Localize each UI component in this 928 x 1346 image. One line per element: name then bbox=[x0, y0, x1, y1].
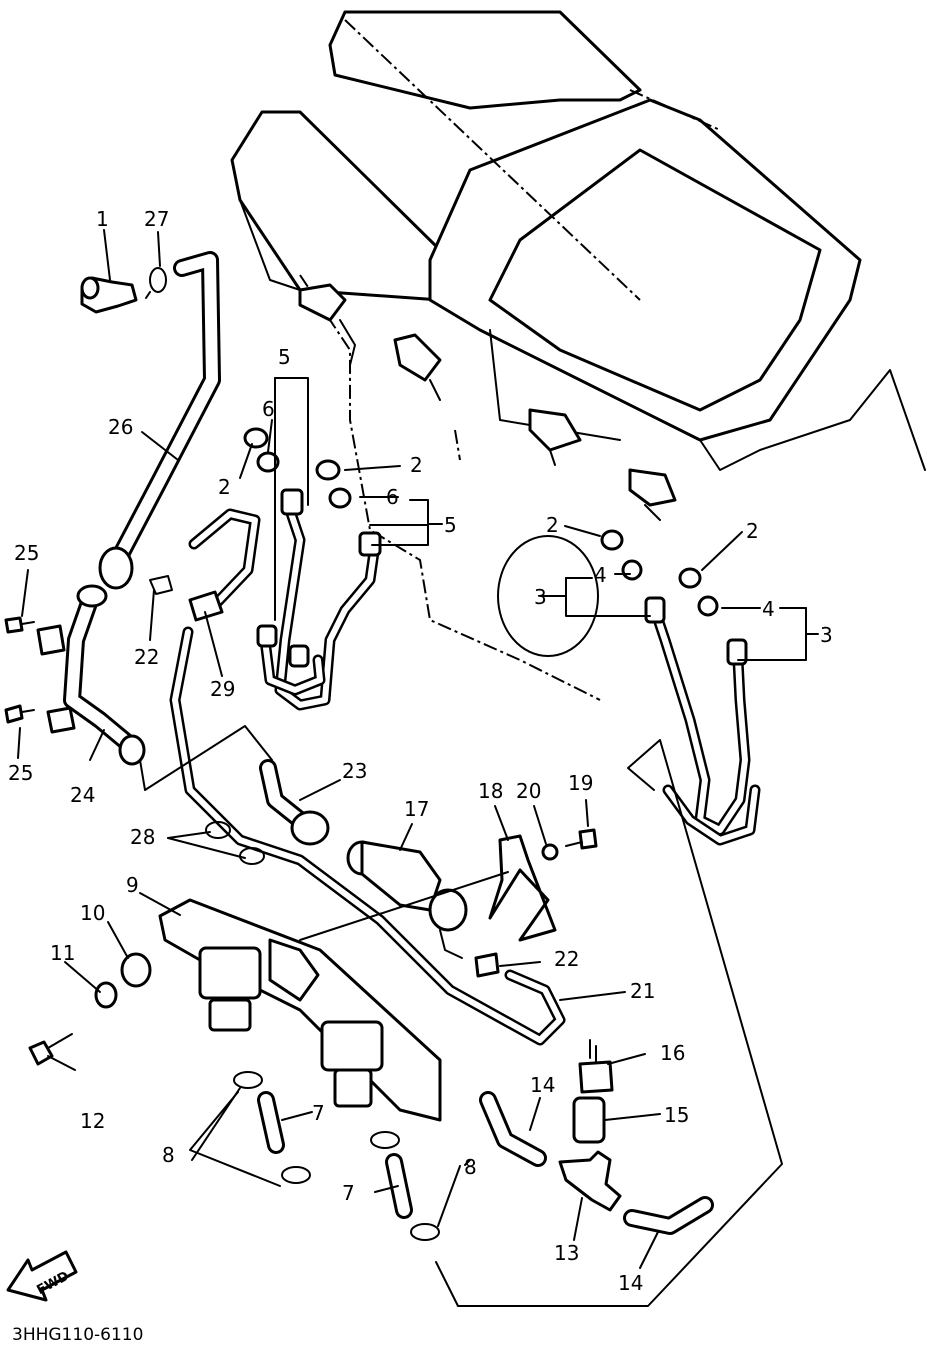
callout-21: 21 bbox=[630, 979, 655, 1003]
callout-25-upper: 25 bbox=[14, 541, 39, 565]
callout-15: 15 bbox=[664, 1103, 689, 1127]
part-27-oring bbox=[145, 267, 167, 299]
callout-2-right2: 2 bbox=[746, 519, 759, 543]
hose-26 bbox=[98, 251, 221, 590]
callout-8-right: 8 bbox=[464, 1155, 477, 1179]
hose-15 bbox=[572, 1096, 606, 1144]
callout-17: 17 bbox=[404, 797, 429, 821]
callout-3-left: 3 bbox=[534, 585, 547, 609]
clamps-8 bbox=[233, 1071, 440, 1241]
callout-25-lower: 25 bbox=[8, 761, 33, 785]
callout-18: 18 bbox=[478, 779, 503, 803]
diagram-code: 3HHG110-6110 bbox=[12, 1325, 143, 1345]
caps-2 bbox=[243, 427, 702, 589]
bolt-19 bbox=[565, 828, 598, 850]
callout-22-lower: 22 bbox=[554, 947, 579, 971]
callout-16: 16 bbox=[660, 1041, 685, 1065]
pipe-24 bbox=[36, 584, 146, 766]
clamp-22-lower bbox=[474, 952, 500, 978]
callout-3-right: 3 bbox=[820, 623, 833, 647]
part-1-elbow bbox=[80, 276, 138, 314]
callout-5-upper: 5 bbox=[278, 345, 291, 369]
callout-7-right: 7 bbox=[342, 1181, 355, 1205]
bolt-12 bbox=[28, 1033, 73, 1066]
hose-29 bbox=[188, 508, 261, 622]
callout-10: 10 bbox=[80, 901, 105, 925]
callout-4-right: 4 bbox=[762, 597, 775, 621]
callout-14-upper: 14 bbox=[530, 1073, 555, 1097]
callout-2-left: 2 bbox=[218, 475, 231, 499]
callout-24: 24 bbox=[70, 783, 95, 807]
cap-16 bbox=[578, 1045, 614, 1094]
callout-8-left: 8 bbox=[162, 1143, 175, 1167]
leader-lines bbox=[17, 229, 819, 1307]
callout-labels: 1 27 26 5 6 2 2 6 5 2 2 4 3 4 3 25 25 22… bbox=[8, 207, 833, 1295]
hose-28 bbox=[169, 626, 566, 1046]
hoses-7 bbox=[257, 1091, 413, 1219]
callout-6-lower: 6 bbox=[386, 485, 399, 509]
grommet-10 bbox=[120, 952, 152, 988]
callout-20: 20 bbox=[516, 779, 541, 803]
callout-5-lower: 5 bbox=[444, 513, 457, 537]
engine-outline bbox=[230, 10, 926, 701]
hose-14-upper bbox=[479, 1091, 547, 1167]
callout-11: 11 bbox=[50, 941, 75, 965]
pipes-3-right bbox=[497, 535, 761, 846]
nuts-6-4 bbox=[256, 451, 719, 617]
hose-14-lower bbox=[623, 1196, 714, 1235]
hose-23 bbox=[259, 759, 330, 846]
callout-19: 19 bbox=[568, 771, 593, 795]
callout-12: 12 bbox=[80, 1109, 105, 1133]
tee-13 bbox=[558, 1150, 622, 1212]
callout-6-upper: 6 bbox=[262, 397, 275, 421]
callout-29: 29 bbox=[210, 677, 235, 701]
bracket-18 bbox=[488, 834, 557, 942]
callout-27: 27 bbox=[144, 207, 169, 231]
callout-1: 1 bbox=[96, 207, 109, 231]
callout-2-right1: 2 bbox=[546, 513, 559, 537]
callout-28: 28 bbox=[130, 825, 155, 849]
collar-11 bbox=[94, 981, 118, 1009]
callout-2-center: 2 bbox=[410, 453, 423, 477]
callout-14-lower: 14 bbox=[618, 1271, 643, 1295]
bolts-25 bbox=[4, 616, 35, 724]
fwd-arrow-icon: FWD bbox=[6, 1250, 78, 1302]
plate-9 bbox=[158, 898, 442, 1122]
callout-23: 23 bbox=[342, 759, 367, 783]
callout-13: 13 bbox=[554, 1241, 579, 1265]
callout-22-upper: 22 bbox=[134, 645, 159, 669]
callout-7-left: 7 bbox=[312, 1101, 325, 1125]
callout-26: 26 bbox=[108, 415, 133, 439]
callout-4-left: 4 bbox=[594, 563, 607, 587]
washer-20 bbox=[541, 843, 559, 861]
callout-9: 9 bbox=[126, 873, 139, 897]
pipes-5-left bbox=[256, 488, 382, 711]
valve-17 bbox=[346, 840, 468, 959]
